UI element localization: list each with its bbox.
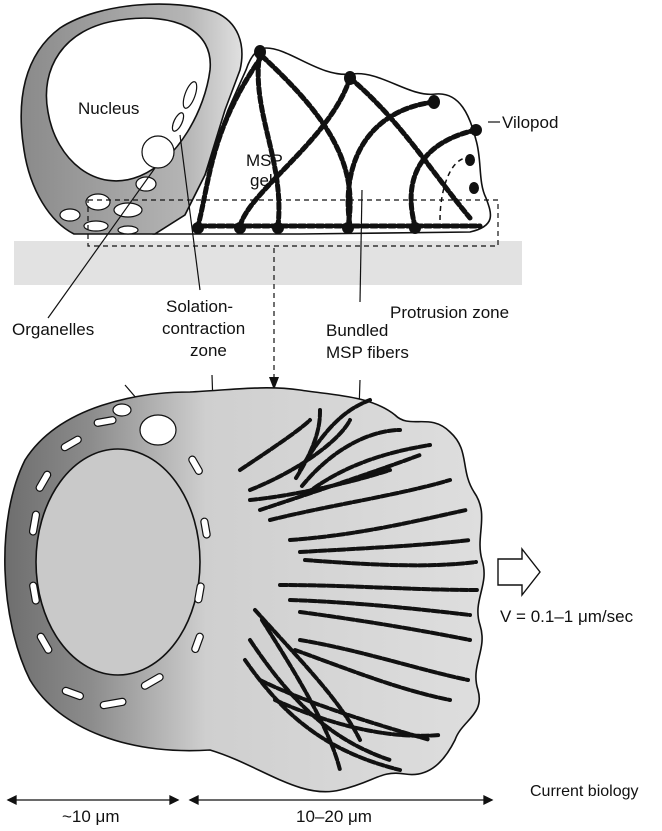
label-solation-1: Solation-: [166, 297, 233, 316]
label-bundled-1: Bundled: [326, 321, 388, 340]
label-scale-right: 10–20 μm: [296, 807, 372, 826]
label-solation-3: zone: [190, 341, 227, 360]
label-protrusion-zone: Protrusion zone: [390, 303, 509, 322]
label-solation-2: contraction: [162, 319, 245, 338]
scale-bars: [8, 796, 492, 804]
label-velocity: V = 0.1–1 μm/sec: [500, 607, 634, 626]
top-view-nucleus: [36, 449, 200, 675]
label-nucleus: Nucleus: [78, 99, 139, 118]
label-organelles: Organelles: [12, 320, 94, 339]
direction-arrow-icon: [498, 549, 540, 595]
label-credit: Current biology: [530, 783, 639, 800]
label-bundled-2: MSP fibers: [326, 343, 409, 362]
label-msp-gel-1: MSP: [246, 151, 283, 170]
label-msp-gel-2: gel: [250, 171, 273, 190]
label-vilopod: Vilopod: [502, 113, 558, 132]
substrate-band: [14, 241, 522, 285]
label-scale-left: ~10 μm: [62, 807, 120, 826]
